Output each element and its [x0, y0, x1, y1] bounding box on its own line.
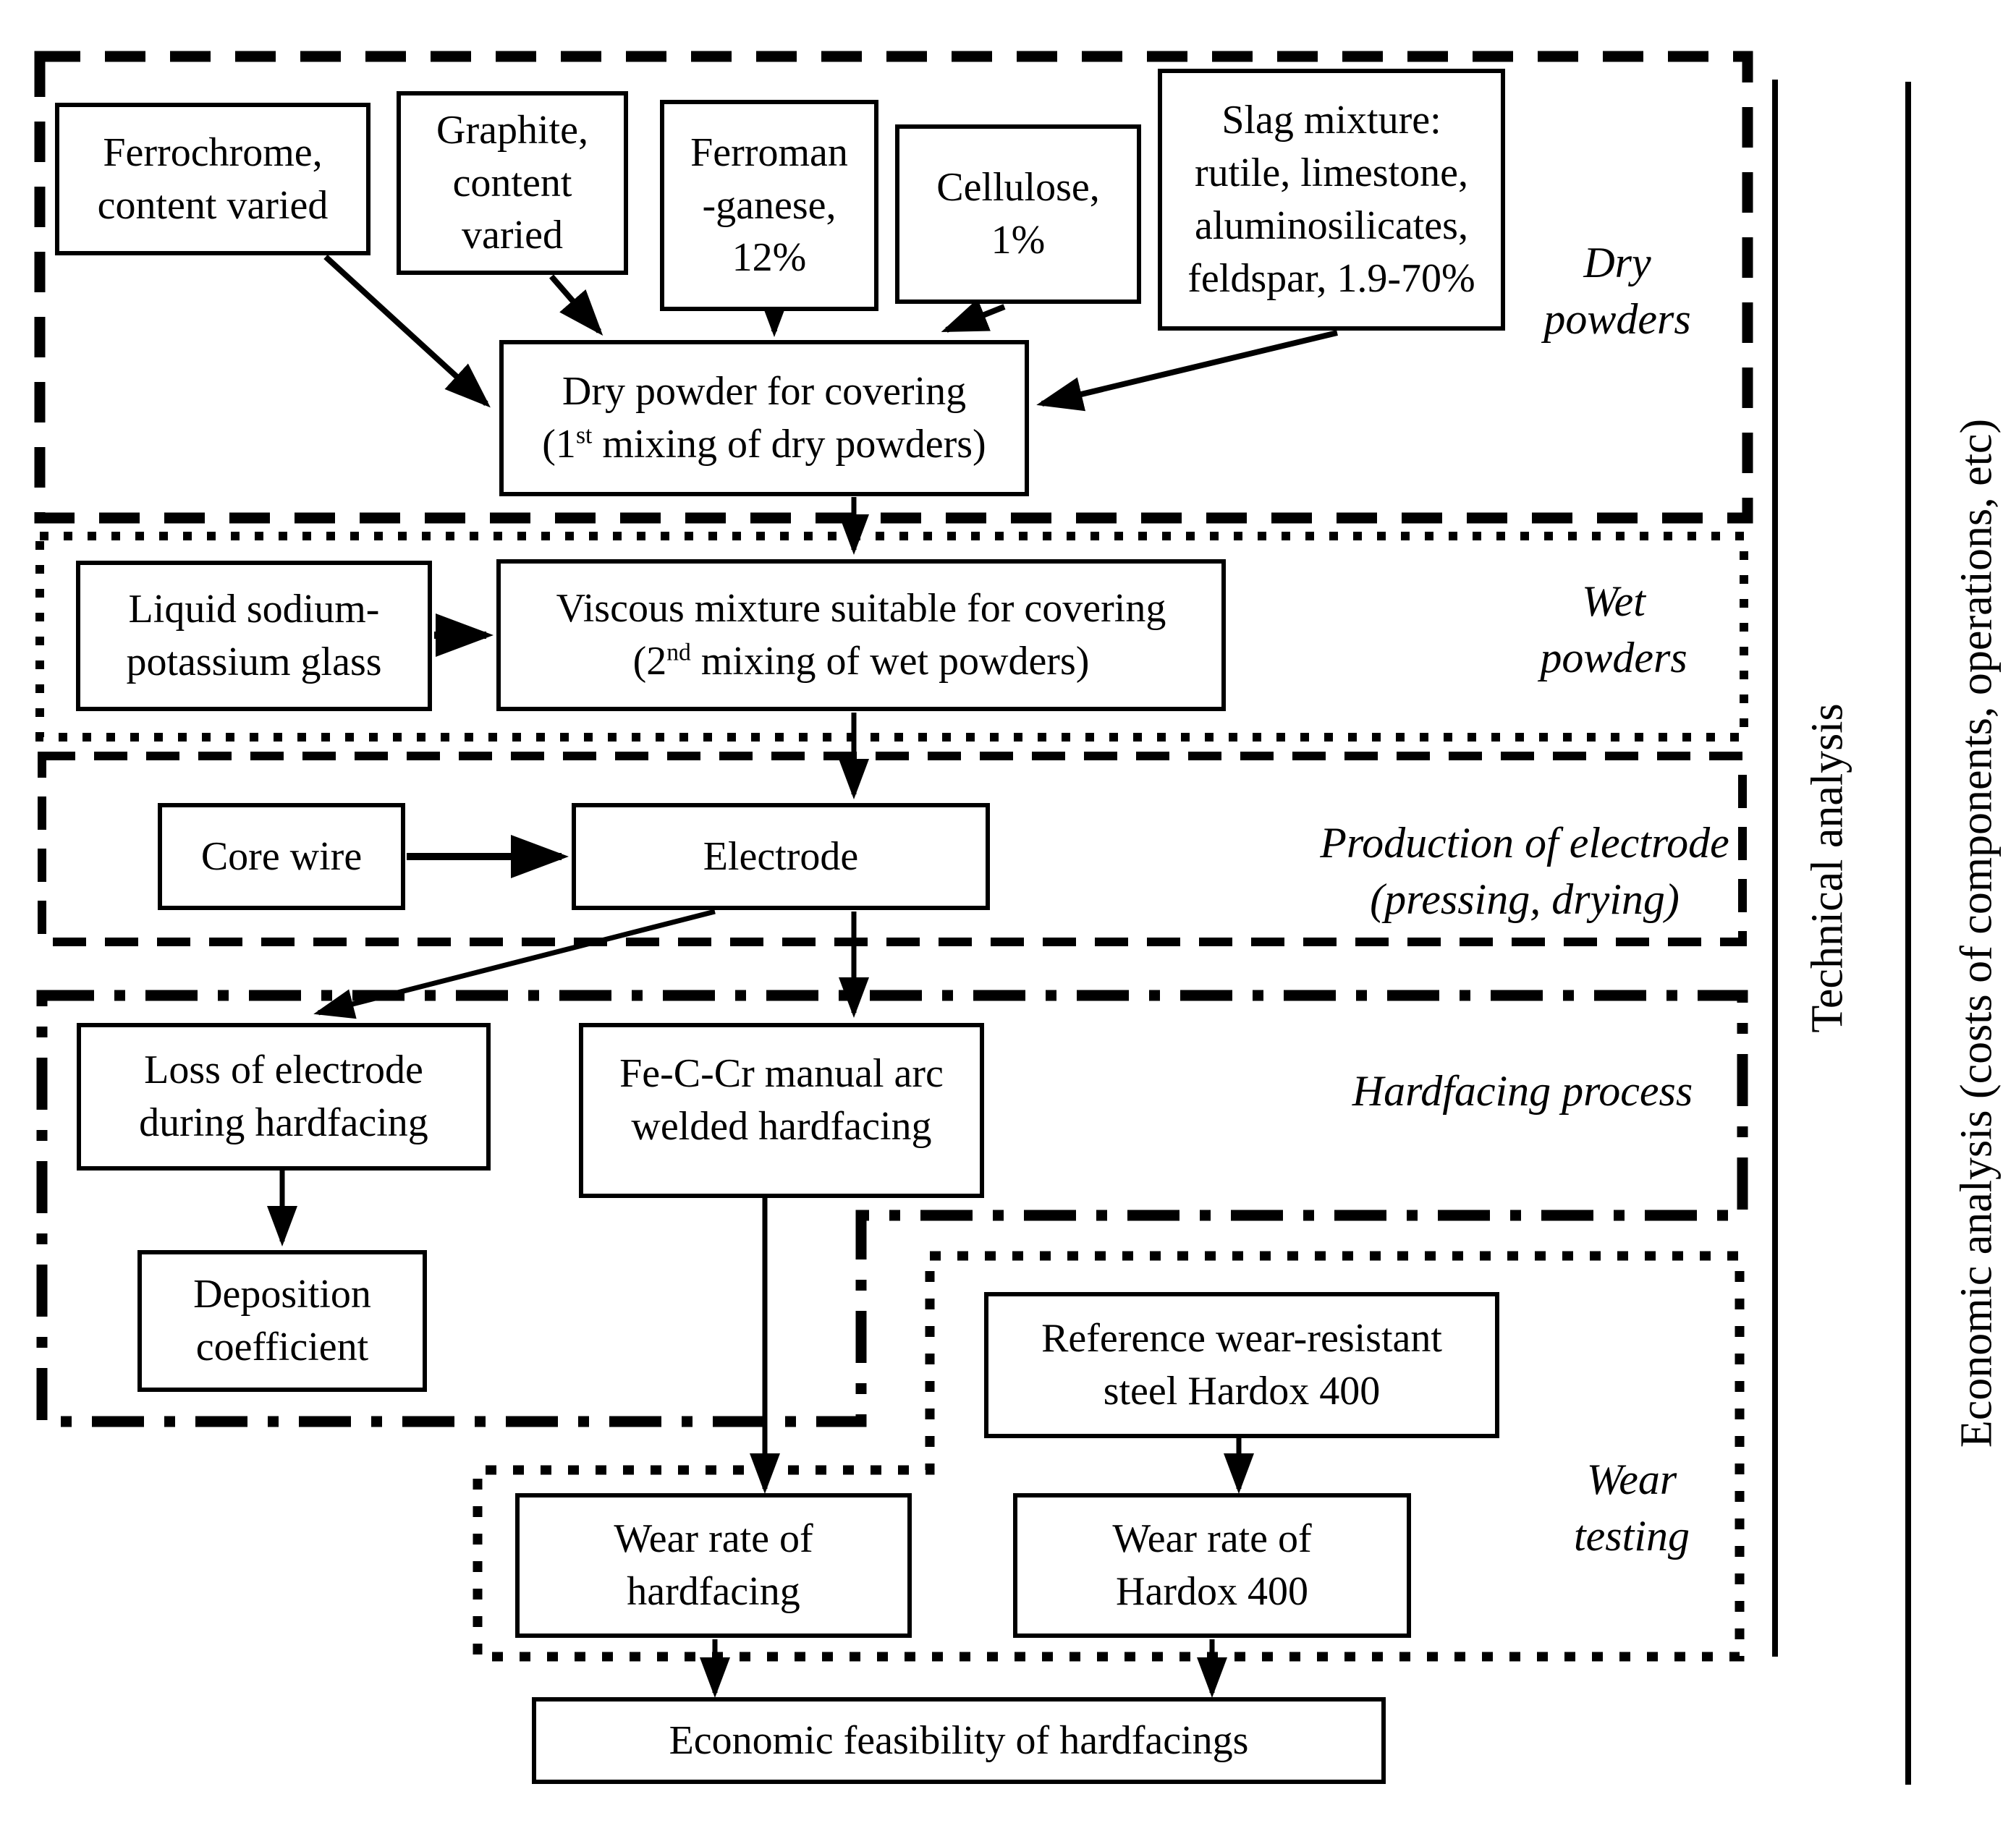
box-core-wire: Core wire	[158, 803, 405, 910]
section-label-dry-powders: Dry powders	[1543, 239, 1691, 343]
box-wear-rate-hardfacing: Wear rate of hardfacing	[515, 1493, 912, 1638]
side-label-technical-analysis: Technical analysis	[1803, 703, 1852, 1033]
box-cellulose: Cellulose, 1%	[895, 124, 1141, 304]
section-label-production-of-electrode: Production of electrode (pressing, dryin…	[1320, 819, 1729, 923]
section-label-hardfacing-process: Hardfacing process	[1352, 1067, 1693, 1115]
box-electrode: Electrode	[572, 803, 990, 910]
electrode-production-section-border	[38, 752, 1747, 946]
box-loss-of-electrode: Loss of electrode during hardfacing	[77, 1023, 491, 1171]
box-feccr-hardfacing: Fe-C-Cr manual arc welded hardfacing	[579, 1023, 984, 1198]
box-ferromanganese: Ferroman -ganese, 12%	[660, 100, 878, 311]
hardfacing-process-section-border	[36, 990, 1748, 1427]
arrow-electrode-to-loss	[313, 909, 716, 1019]
section-label-wet-powders: Wet powders	[1540, 577, 1687, 681]
wear-testing-section-border	[473, 1251, 1745, 1662]
dry-powders-section-border	[34, 51, 1753, 524]
box-dry-powder: Dry powder for covering (1st mixing of d…	[499, 340, 1029, 496]
arrow-ferrochrome-to-dry-powder	[323, 255, 491, 408]
arrow-slag-to-dry-powder	[1036, 330, 1338, 412]
arrow-cellulose-to-dry-powder	[941, 298, 1006, 333]
box-slag-mixture: Slag mixture: rutile, limestone, alumino…	[1158, 69, 1505, 331]
wet-powders-section-border	[35, 532, 1748, 742]
box-economic-feasibility: Economic feasibility of hardfacings	[532, 1697, 1386, 1784]
section-label-wear-testing: Wear testing	[1574, 1456, 1690, 1560]
box-wear-rate-hardox: Wear rate of Hardox 400	[1013, 1493, 1411, 1638]
side-label-economic-analysis: Economic analysis (costs of components, …	[1952, 418, 2002, 1448]
box-liquid-glass: Liquid sodium- potassium glass	[76, 561, 432, 711]
box-ferrochrome: Ferrochrome, content varied	[55, 103, 370, 255]
box-viscous-mixture: Viscous mixture suitable for covering (2…	[496, 559, 1226, 711]
box-deposition-coefficient: Deposition coefficient	[137, 1250, 427, 1392]
box-graphite: Graphite, content varied	[397, 91, 628, 275]
box-reference-steel: Reference wear-resistant steel Hardox 40…	[984, 1292, 1499, 1438]
arrow-graphite-to-dry-powder	[549, 274, 603, 336]
